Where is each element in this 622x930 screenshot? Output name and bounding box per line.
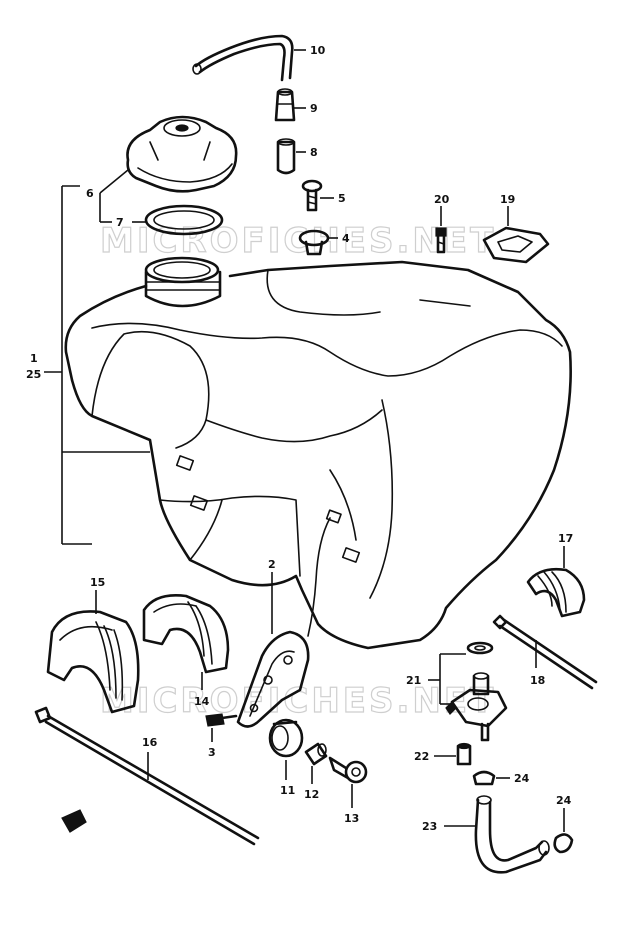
part-clip-19: [482, 206, 550, 264]
part-bolt-13: [328, 756, 368, 808]
callout-12: 12: [304, 788, 319, 801]
callout-19: 19: [500, 193, 515, 206]
part-cushion-14: [142, 594, 230, 690]
part-hose-joint: [274, 88, 306, 122]
part-hose-clip-24a: [472, 770, 510, 786]
callout-11: 11: [280, 784, 295, 797]
callout-1: 1: [30, 352, 38, 365]
callout-3: 3: [208, 746, 216, 759]
callout-20: 20: [434, 193, 450, 206]
callout-24b: 24: [556, 794, 572, 807]
callout-10: 10: [310, 44, 326, 57]
callout-14: 14: [194, 695, 210, 708]
part-cap-gasket: [144, 204, 224, 236]
callout-15: 15: [90, 576, 105, 589]
part-hose-clip-24b: [553, 808, 574, 854]
callout-25: 25: [26, 368, 41, 381]
part-cushion-4: [298, 229, 338, 256]
watermark-bottom: MICROFICHES.NET: [100, 681, 496, 721]
callout-22: 22: [414, 750, 429, 763]
callout-21: 21: [406, 674, 421, 687]
callout-18: 18: [530, 674, 545, 687]
part-rubber-cushion-11: [268, 718, 304, 780]
part-bolt-5: [301, 179, 334, 212]
callout-23: 23: [422, 820, 437, 833]
callout-6: 6: [86, 187, 94, 200]
callout-8: 8: [310, 146, 318, 159]
callout-17: 17: [558, 532, 573, 545]
part-breather-hose: [192, 34, 306, 82]
part-bolt-3: [205, 713, 238, 742]
callout-13: 13: [344, 812, 359, 825]
part-cable-tie-16: [34, 706, 260, 846]
callout-7: 7: [116, 216, 124, 229]
callout-bracket-tank: [44, 185, 150, 545]
part-fuel-hose: [444, 795, 550, 874]
callout-2: 2: [268, 558, 276, 571]
callout-4: 4: [342, 232, 350, 245]
part-collar-12: [304, 742, 328, 784]
part-cushion-15: [46, 590, 140, 714]
part-tank-bracket: [236, 572, 310, 728]
callout-5: 5: [338, 192, 346, 205]
part-fuel-tank: [64, 256, 572, 650]
part-fuel-cap: [126, 115, 238, 193]
callout-bracket-cap: [99, 169, 146, 223]
callout-9: 9: [310, 102, 318, 115]
callout-24a: 24: [514, 772, 530, 785]
part-cable-tie-18: [492, 614, 598, 690]
callout-16: 16: [142, 736, 158, 749]
part-screw-20: [435, 206, 447, 254]
callout-bracket-fuel-cock: [428, 653, 466, 705]
part-clip-small: [61, 809, 87, 833]
part-valve: [276, 138, 306, 175]
part-fuel-cock: [445, 641, 508, 742]
part-cushion-17: [526, 546, 586, 618]
part-screw-22: [434, 742, 472, 766]
